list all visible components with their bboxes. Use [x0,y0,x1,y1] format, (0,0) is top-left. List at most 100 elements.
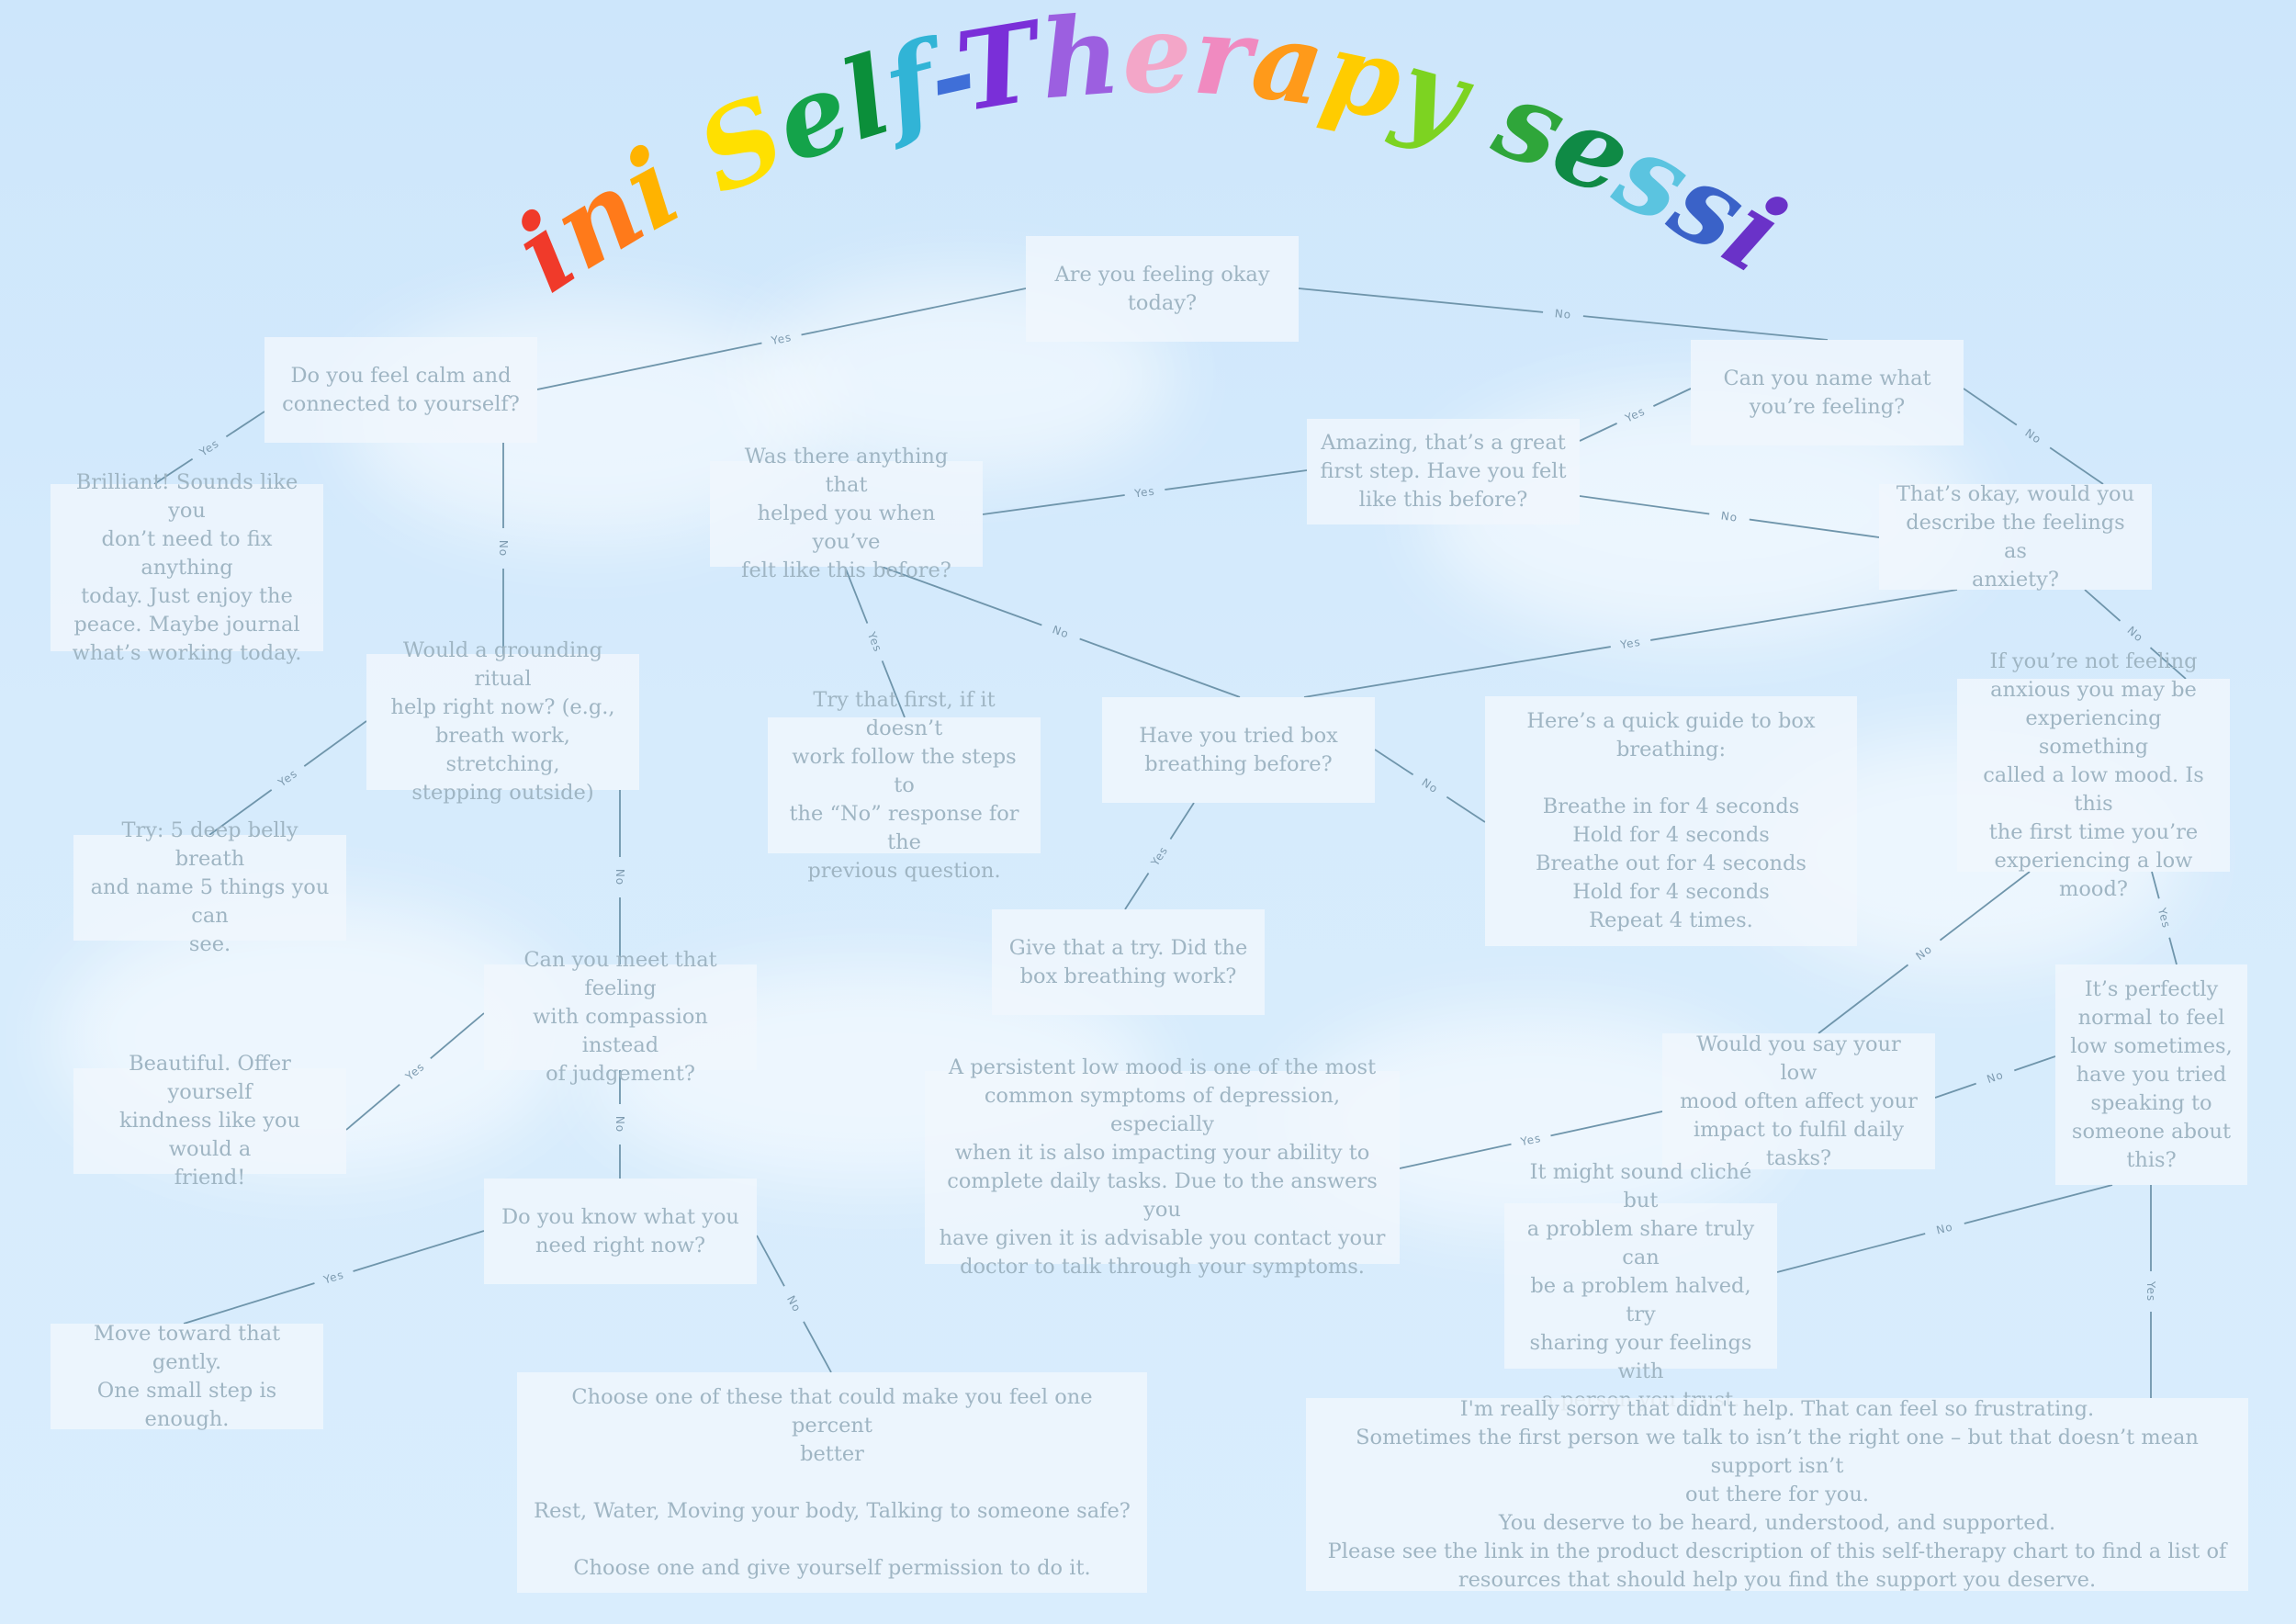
connector-line [430,1012,485,1059]
question-feel-calm: Do you feel calm and connected to yourse… [264,337,537,443]
connector-line [225,411,265,438]
connector-line [1169,802,1195,840]
edge-label-yes: Yes [2144,1280,2157,1302]
connector-line [303,720,367,767]
connector-q_compassion-to-q_know_need: No [613,1070,626,1179]
edge-label-no: No [1913,942,1934,963]
connector-line [756,1235,785,1287]
question-feeling-okay: Are you feeling okay today? [1026,236,1299,342]
edge-label-no: No [1419,776,1440,796]
question-know-need: Do you know what you need right now? [484,1179,757,1284]
connector-line [153,457,194,485]
connector-q_name-to-q_anxiety: No [1963,388,2104,485]
connector-q_box-to-box_guide: No [1374,749,1486,823]
question-grounding-ritual: Would a grounding ritual help right now?… [366,638,639,805]
title-letter: h [1036,0,1125,123]
edge-label-yes: Yes [1618,636,1641,652]
edge-label-no: No [1935,1220,1954,1236]
connector-line [1963,388,2018,426]
edge-label-no: No [1986,1068,2006,1086]
edge-label-yes: Yes [1622,404,1647,425]
question-box-breathing: Have you tried box breathing before? [1102,697,1375,803]
connector-normal_low-to-q_affect: No [1934,1055,2056,1099]
question-affect-daily-tasks: Would you say your low mood often affect… [1662,1032,1935,1170]
connector-line [1446,795,1486,823]
answer-sorry-support: I'm really sorry that didn't help. That … [1306,1397,2248,1592]
question-compassion: Can you meet that feeling with compassio… [484,948,757,1086]
edge-label-no: No [497,540,510,557]
connector-line [881,566,1042,626]
connector-line [803,1321,832,1373]
answer-move-toward: Move toward that gently. One small step … [51,1322,323,1431]
connector-line [2149,647,2187,680]
answer-beautiful: Beautiful. Offer yourself kindness like … [73,1052,346,1190]
connector-line [1749,518,1880,538]
edge-label-yes: Yes [1148,844,1170,869]
connector-q_calm-to-q_grounding: No [497,443,510,654]
connector-line [183,1282,315,1325]
connector-line [1298,288,1544,313]
connector-line [1374,749,1414,776]
connector-line [1650,589,1958,641]
connector-normal_low-to-cliche: No [1776,1184,2113,1273]
connector-line [353,1230,485,1272]
connector-low_mood_q-to-normal_low: Yes [2151,871,2178,965]
answer-belly-breath: Try: 5 deep belly breath and name 5 thin… [73,818,346,956]
title: mini Self-Therapy session [0,0,1805,317]
connector-q_grounding-to-q_compassion: No [613,790,626,964]
answer-persistent-low-mood: A persistent low mood is one of the most… [925,1055,1400,1279]
connector-line [801,288,1027,336]
connector-q_name-to-amazing: Yes [1579,388,1692,442]
question-name-feeling: Can you name what you’re feeling? [1691,340,1964,445]
answer-problem-shared: It might sound cliché but a problem shar… [1504,1160,1777,1412]
edge-label-yes: Yes [770,331,793,347]
edge-label-yes: Yes [865,629,885,654]
connector-line [982,494,1125,515]
question-spoken-to-someone: It’s perfectly normal to feel low someti… [2055,964,2247,1185]
edge-label-no: No [2022,426,2043,446]
connector-q_box-to-give_try: Yes [1124,802,1195,910]
edge-label-yes: Yes [402,1060,427,1084]
edge-label-yes: Yes [2155,906,2174,930]
question-low-mood-first-time: If you’re not feeling anxious you may be… [1957,649,2230,901]
connector-q_know_need-to-choose_one: No [756,1235,832,1373]
connector-line [881,660,906,718]
connector-q_anxiety-to-q_box: Yes [1303,589,1958,698]
connector-q_know_need-to-move_toward: Yes [183,1230,485,1325]
connector-line [2049,446,2104,485]
connector-amazing-to-q_anxiety: No [1579,495,1880,538]
connector-q_compassion-to-beautiful: Yes [345,1012,485,1131]
connector-q_okay-to-q_calm: Yes [536,288,1027,390]
title-letter: e [1122,0,1191,118]
connector-line [345,1084,400,1131]
edge-label-no: No [613,869,626,885]
edge-label-no: No [613,1116,626,1133]
connector-line [1579,495,1710,515]
connector-normal_low-to-sorry: Yes [2144,1185,2157,1398]
answer-brilliant: Brilliant! Sounds like you don’t need to… [51,470,323,665]
answer-amazing: Amazing, that’s a great first step. Have… [1307,419,1580,524]
connector-line [1776,1233,1926,1273]
connector-line [1399,1143,1512,1169]
box-breathing-guide: Here’s a quick guide to box breathing: B… [1485,696,1857,946]
connector-line [1582,315,1829,341]
edge-label-no: No [784,1293,804,1314]
edge-label-yes: Yes [321,1269,345,1287]
connector-line [1964,1184,2113,1224]
connector-line [536,342,762,390]
answer-try-first: Try that first, if it doesn’t work follo… [768,688,1041,883]
edge-label-no: No [1554,307,1572,321]
connector-line [1079,637,1241,698]
connector-line [1818,964,1909,1034]
edge-label-yes: Yes [1519,1132,1543,1149]
connector-line [1939,871,2031,942]
connector-line [2168,937,2178,965]
edge-label-yes: Yes [276,767,300,790]
edge-label-no: No [2124,624,2145,645]
title-letter: a [1245,0,1332,130]
connector-line [1653,388,1692,407]
connector-q_okay-to-q_name: No [1298,288,1829,341]
connector-line [1303,646,1611,698]
connector-line [1934,1082,1976,1099]
